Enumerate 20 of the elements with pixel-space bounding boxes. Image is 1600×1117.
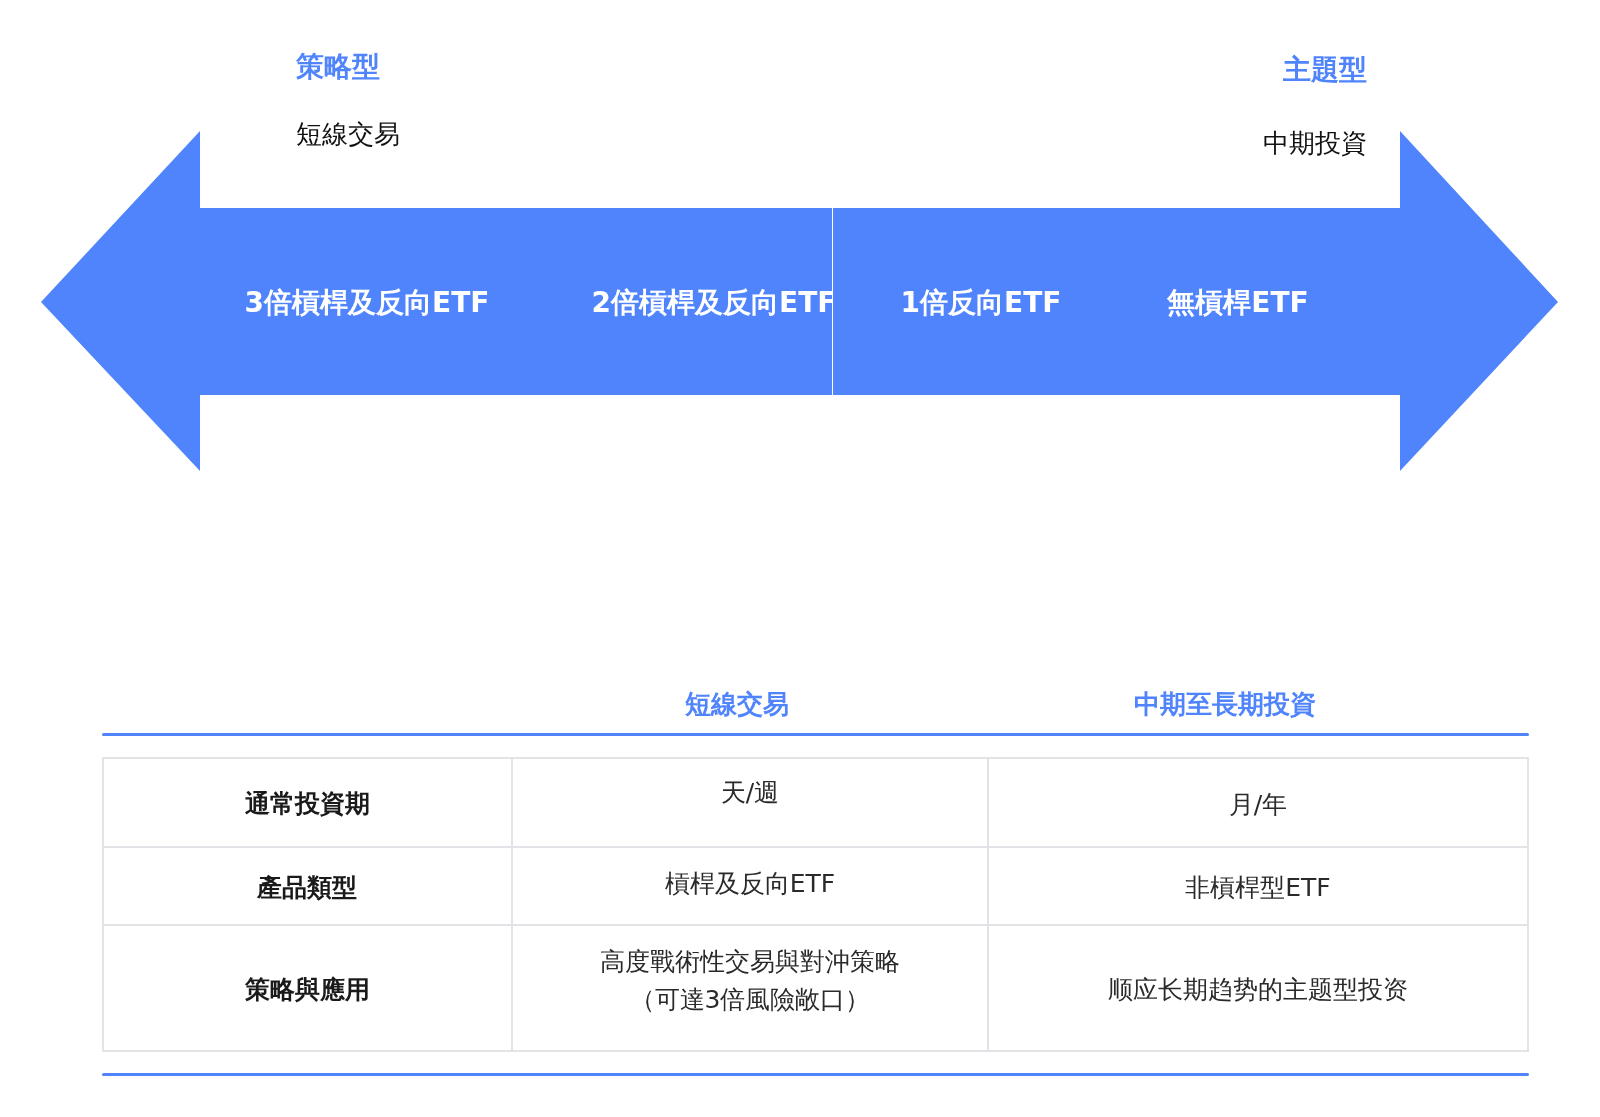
etf-type-label: 無槓桿ETF: [1167, 286, 1309, 320]
category-subtitle: 短線交易: [296, 117, 400, 151]
etf-type-label: 1倍反向ETF: [900, 286, 1062, 320]
category-heading: 主題型: [1283, 51, 1367, 87]
category-subtitle: 中期投資: [1263, 126, 1367, 160]
table-value: 顺应长期趋势的主题型投资: [1108, 974, 1408, 1006]
table-value: 非槓桿型ETF: [1185, 872, 1331, 904]
row-heading: 策略與應用: [244, 974, 370, 1006]
table-value: 槓桿及反向ETF: [664, 868, 836, 900]
row-heading: 產品類型: [257, 872, 357, 904]
etf-type-label: 2倍槓桿及反向ETF: [591, 286, 837, 320]
table-value: 高度戰術性交易與對沖策略（可達3倍風險敞口）: [599, 945, 901, 1015]
right-arrow-banner: [833, 131, 1558, 471]
column-heading: 短線交易: [685, 687, 789, 721]
category-heading: 策略型: [296, 48, 380, 84]
column-heading: 中期至長期投資: [1134, 687, 1316, 721]
table-value: 月/年: [1228, 789, 1288, 821]
etf-type-label: 3倍槓桿及反向ETF: [244, 286, 490, 320]
row-heading: 通常投資期: [244, 788, 370, 820]
table-value: 天/週: [720, 777, 780, 809]
